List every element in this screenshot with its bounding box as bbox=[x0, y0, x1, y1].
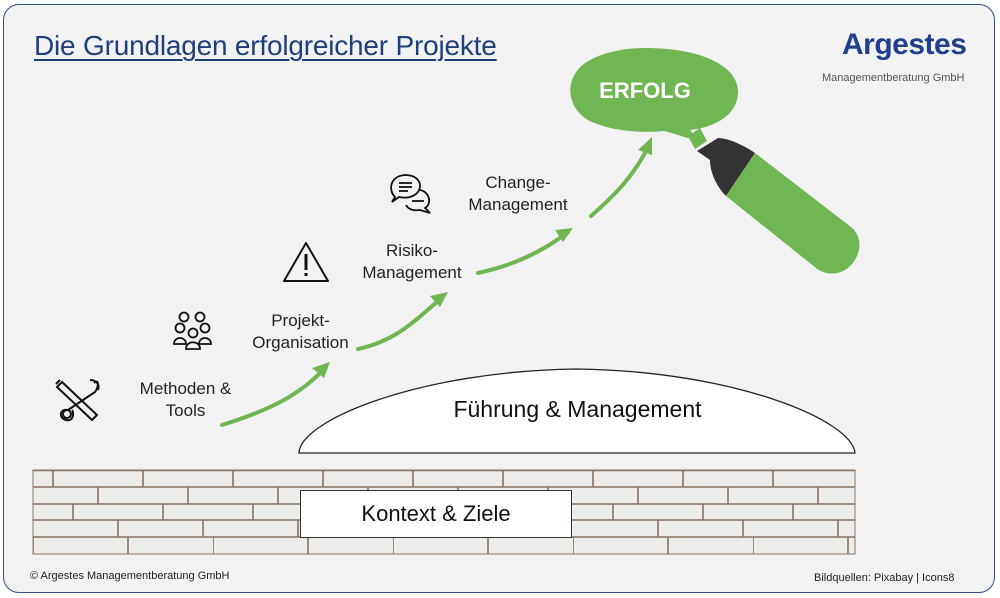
step-methods: Methoden & Tools bbox=[128, 378, 243, 422]
context-box: Kontext & Ziele bbox=[300, 490, 572, 538]
logo-wordmark: Argestes bbox=[842, 28, 967, 61]
arrow-4 bbox=[589, 141, 652, 218]
page-title: Die Grundlagen erfolgreicher Projekte bbox=[34, 30, 497, 61]
warning-icon bbox=[283, 242, 329, 282]
arrow-2 bbox=[356, 295, 445, 351]
context-label: Kontext & Ziele bbox=[361, 501, 511, 526]
step-risk-line2: Management bbox=[362, 263, 462, 282]
tools-icon bbox=[55, 379, 100, 422]
step-change-line1: Change- bbox=[485, 173, 551, 192]
goal-label: ERFOLG bbox=[599, 78, 691, 103]
step-risk-line1: Risiko- bbox=[386, 241, 438, 260]
leadership-label: Führung & Management bbox=[453, 396, 702, 422]
step-organisation-line2: Organisation bbox=[252, 333, 349, 352]
arrow-3 bbox=[476, 230, 570, 275]
step-change-line2: Management bbox=[468, 195, 568, 214]
chat-icon bbox=[390, 174, 431, 214]
step-change: Change- Management bbox=[458, 172, 578, 216]
step-risk: Risiko- Management bbox=[352, 240, 472, 284]
leadership-dome bbox=[298, 368, 856, 454]
step-methods-line1: Methoden & bbox=[139, 379, 232, 398]
highlighter-icon bbox=[688, 128, 860, 274]
step-organisation-line1: Projekt- bbox=[271, 311, 330, 330]
step-organisation: Projekt- Organisation bbox=[243, 310, 358, 354]
company-logo: Argestes Managementberatung GmbH bbox=[822, 28, 967, 88]
logo-subtitle: Managementberatung GmbH bbox=[822, 72, 965, 84]
step-methods-line2: Tools bbox=[165, 401, 206, 420]
team-icon bbox=[173, 311, 212, 350]
copyright-text: © Argestes Managementberatung GmbH bbox=[30, 570, 230, 582]
image-sources-text: Bildquellen: Pixabay | Icons8 bbox=[814, 572, 955, 584]
arrow-1 bbox=[220, 366, 327, 427]
erfolg-bubble bbox=[570, 48, 739, 138]
